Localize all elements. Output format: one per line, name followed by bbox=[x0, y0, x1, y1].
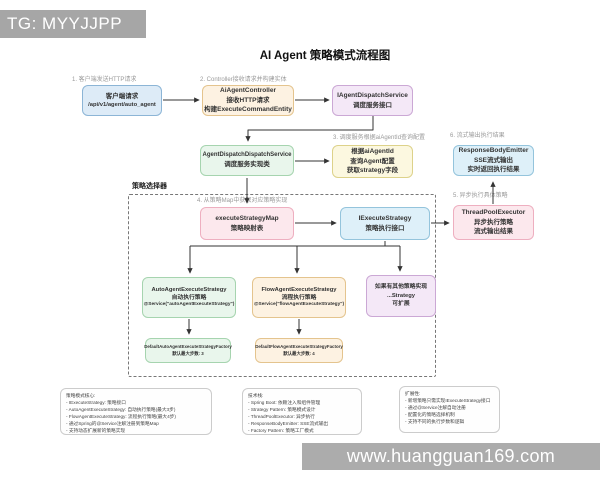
note-tech-stack: 技术栈: - Spring Boot: 依赖注入和组件管理 - Strategy… bbox=[242, 388, 362, 435]
node-iexecute-strategy: IExecuteStrategy 策略执行接口 bbox=[340, 207, 430, 240]
node-line: 查询Agent配置 bbox=[350, 157, 395, 165]
note-item: - Factory Pattern: 策略工厂模式 bbox=[248, 428, 314, 434]
node-line: /api/v1/agent/auto_agent bbox=[88, 102, 156, 109]
node-line: AgentDispatchDispatchService bbox=[202, 152, 292, 159]
step-label-1: 1. 客户端发送HTTP请求 bbox=[72, 77, 137, 83]
telegram-watermark: TG: MYYJJPP bbox=[0, 10, 146, 38]
node-line: AiAgentController bbox=[220, 87, 276, 95]
strategy-selector-label: 策略选择器 bbox=[132, 183, 167, 190]
node-line: 实时返回执行结果 bbox=[467, 166, 520, 174]
node-line: AutoAgentExecuteStrategy bbox=[151, 286, 227, 293]
step-label-5: 5. 异步执行具体策略 bbox=[453, 193, 508, 199]
note-item: - 新增策略只需实现IExecuteStrategy接口 bbox=[405, 398, 491, 404]
node-line: 自动执行策略 bbox=[171, 295, 207, 302]
note-item: - Strategy Pattern: 策略模式设计 bbox=[248, 407, 316, 413]
node-line: 默认最大步数: 3 bbox=[172, 350, 204, 356]
node-line: SSE流式输出 bbox=[473, 156, 513, 164]
note-item: - 配置化的策略选择机制 bbox=[405, 412, 455, 418]
note-item: - 支持不同的执行步数和逻辑 bbox=[405, 419, 465, 425]
step-label-3: 3. 调度服务根据aiAgentId查询配置 bbox=[333, 135, 426, 141]
node-line: 获取strategy字段 bbox=[346, 167, 399, 175]
note-item: - ResponseBodyEmitter: SSE流式输出 bbox=[248, 421, 329, 427]
node-line: IAgentDispatchService bbox=[337, 92, 408, 100]
node-line: 客户端请求 bbox=[105, 92, 139, 100]
node-other-strategy-extension: 如果有其他策略实现 ...Strategy 可扩展 bbox=[366, 275, 436, 317]
note-item: - 通过@Service注解自动注册 bbox=[405, 405, 466, 411]
node-auto-strategy-factory: DefaultAutoAgentExecuteStrategyFactory 默… bbox=[144, 338, 232, 363]
node-agent-dispatch-service: IAgentDispatchService 调度服务接口 bbox=[332, 85, 413, 116]
node-execute-strategy-map: executeStrategyMap 策略映射表 bbox=[200, 207, 294, 240]
node-line: DefaultFlowAgentExecuteStrategyFactory bbox=[255, 344, 343, 350]
node-line: 调度服务实现类 bbox=[224, 161, 270, 169]
node-line: 如果有其他策略实现 bbox=[374, 284, 428, 291]
node-line: 接收HTTP请求 bbox=[226, 96, 270, 104]
note-item: - Spring Boot: 依赖注入和组件管理 bbox=[248, 400, 321, 406]
note-item: - ThreadPoolExecutor: 异步执行 bbox=[248, 414, 315, 420]
node-line: executeStrategyMap bbox=[215, 215, 279, 223]
node-flow-agent-strategy: FlowAgentExecuteStrategy 流程执行策略 @Service… bbox=[252, 277, 346, 318]
note-item: - FlowAgentExecuteStrategy: 流程执行策略(最大4步) bbox=[66, 414, 176, 420]
step-label-4: 4. 从策略Map中获取对应策略实现 bbox=[197, 198, 288, 204]
node-line: 根据aiAgentId bbox=[351, 148, 394, 156]
node-line: @Service("flowAgentExecuteStrategy") bbox=[253, 302, 345, 308]
note-item: - 通过Spring的@Service注解注册到策略Map bbox=[66, 421, 159, 427]
node-line: 异步执行策略 bbox=[474, 218, 513, 226]
node-line: IExecuteStrategy bbox=[358, 215, 412, 223]
node-auto-agent-strategy: AutoAgentExecuteStrategy 自动执行策略 @Service… bbox=[142, 277, 236, 318]
note-strategy-pattern-core: 策略模式核心: - IExecuteStrategy: 策略接口 - AutoA… bbox=[60, 388, 212, 435]
node-line: @Service("autoAgentExecuteStrategy") bbox=[143, 302, 235, 308]
website-watermark: www.huangguan169.com bbox=[302, 443, 600, 470]
step-label-6: 6. 流式输出执行结果 bbox=[450, 133, 505, 139]
node-line: 流式输出结果 bbox=[474, 228, 513, 236]
node-agent-config-lookup: 根据aiAgentId 查询Agent配置 获取strategy字段 bbox=[332, 145, 413, 178]
node-thread-pool-executor: ThreadPoolExecutor 异步执行策略 流式输出结果 bbox=[453, 205, 534, 240]
note-title: 技术栈: bbox=[248, 393, 264, 398]
node-line: 可扩展 bbox=[392, 301, 410, 308]
note-title: 策略模式核心: bbox=[66, 393, 96, 398]
node-response-body-emitter: ResponseBodyEmitter SSE流式输出 实时返回执行结果 bbox=[453, 145, 534, 176]
note-item: - IExecuteStrategy: 策略接口 bbox=[66, 400, 126, 406]
node-line: 策略执行接口 bbox=[365, 224, 405, 232]
node-line: 调度服务接口 bbox=[353, 101, 392, 109]
node-line: 流程执行策略 bbox=[281, 295, 317, 302]
node-line: FlowAgentExecuteStrategy bbox=[261, 286, 337, 293]
page-title: AI Agent 策略模式流程图 bbox=[259, 50, 391, 62]
node-line: ...Strategy bbox=[386, 292, 416, 299]
node-line: DefaultAutoAgentExecuteStrategyFactory bbox=[144, 344, 232, 350]
note-item: - AutoAgentExecuteStrategy: 自动执行策略(最大3步) bbox=[66, 407, 176, 413]
node-ai-agent-controller: AiAgentController 接收HTTP请求 构建ExecuteComm… bbox=[202, 85, 294, 116]
node-line: 策略映射表 bbox=[230, 224, 264, 232]
node-dispatch-impl: AgentDispatchDispatchService 调度服务实现类 bbox=[200, 145, 294, 176]
node-line: 构建ExecuteCommandEntity bbox=[204, 106, 292, 114]
note-item: - 支持动态扩展新的策略实现 bbox=[66, 428, 126, 434]
note-extensibility: 扩展性: - 新增策略只需实现IExecuteStrategy接口 - 通过@S… bbox=[399, 386, 500, 433]
step-label-2: 2. Controller接收请求并构建实体 bbox=[200, 77, 287, 83]
node-line: ThreadPoolExecutor bbox=[461, 209, 526, 217]
node-flow-strategy-factory: DefaultFlowAgentExecuteStrategyFactory 默… bbox=[255, 338, 343, 363]
node-client-request: 客户端请求 /api/v1/agent/auto_agent bbox=[82, 85, 162, 116]
node-line: 默认最大步数: 4 bbox=[283, 350, 315, 356]
note-title: 扩展性: bbox=[405, 391, 421, 396]
node-line: ResponseBodyEmitter bbox=[458, 147, 529, 155]
